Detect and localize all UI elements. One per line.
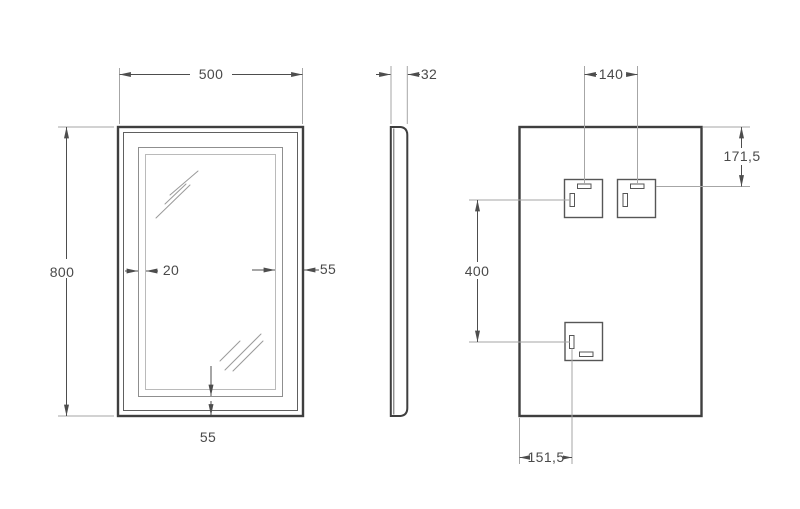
dimension-bracket-vertical-spacing: 400 <box>459 199 570 343</box>
bracket-hanging-slot <box>577 183 592 189</box>
dimension-label-inset-bottom: 55 <box>200 429 216 445</box>
mirror-shine-marks-bottom <box>219 333 264 372</box>
dimension-label-inset-right: 55 <box>320 261 336 277</box>
mounting-bracket-top-right <box>616 178 657 219</box>
dimension-frame-inset-right: 55 <box>252 261 336 277</box>
dimension-front-height: 800 <box>47 126 114 417</box>
bracket-hanging-slot <box>630 183 645 189</box>
back-panel <box>518 125 703 418</box>
mirror-frame-medium <box>138 147 283 397</box>
dimension-label-left-offset: 151,5 <box>527 449 564 465</box>
dimension-bracket-top-offset: 171,5 <box>656 126 763 187</box>
dimension-label-vertical-spacing: 400 <box>465 263 490 279</box>
mirror-shine-marks-top <box>155 170 199 219</box>
dimension-label-frame-gap: 20 <box>163 262 179 278</box>
bracket-side-slot <box>569 193 575 207</box>
dimension-label-height: 800 <box>50 264 75 280</box>
dimension-label-bracket-spacing: 140 <box>599 66 624 82</box>
dimension-frame-inset-bottom: 55 <box>200 366 216 445</box>
bracket-hanging-slot <box>579 351 594 357</box>
bracket-side-slot <box>569 335 575 349</box>
mounting-bracket-top-left <box>563 178 604 219</box>
dimension-label-top-offset: 171,5 <box>723 148 760 164</box>
side-view <box>389 126 409 417</box>
dimension-bracket-left-offset: 151,5 <box>519 348 573 465</box>
dimension-label-width: 500 <box>199 66 224 82</box>
back-view <box>518 125 703 418</box>
dimension-front-width: 500 <box>119 66 303 124</box>
mounting-bracket-bottom <box>564 321 604 362</box>
dimension-bracket-spacing: 140 <box>584 66 638 184</box>
bracket-side-slot <box>622 193 628 207</box>
dimension-frame-gap: 20 <box>125 262 179 278</box>
mirror-side-profile <box>389 126 409 417</box>
dimension-label-depth: 32 <box>421 66 437 82</box>
dimension-side-depth: 32 <box>376 66 437 124</box>
